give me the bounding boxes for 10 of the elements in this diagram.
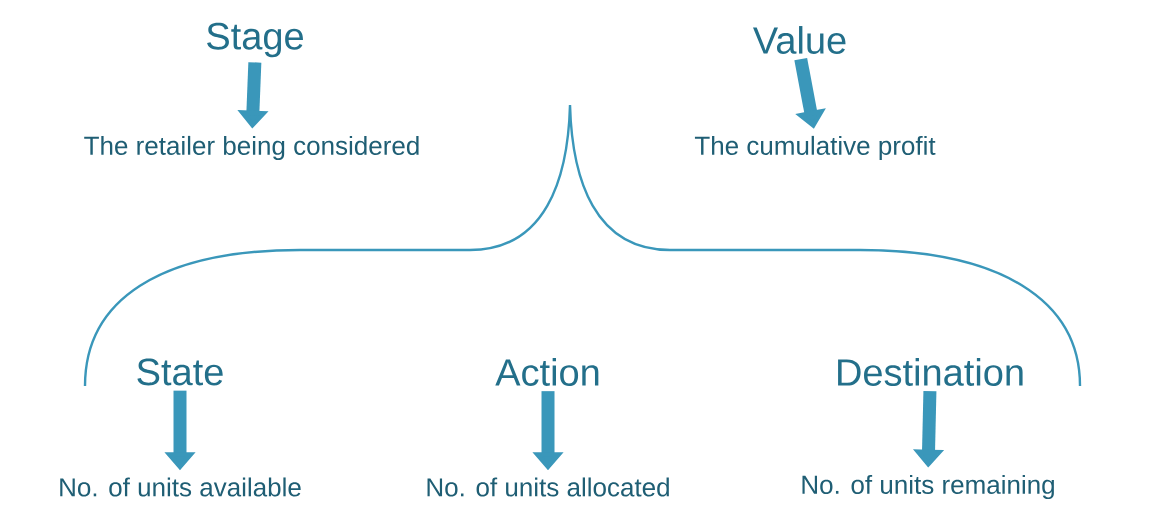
heading: Value xyxy=(753,26,846,54)
heading: State xyxy=(137,358,223,386)
description-text: The retailer being considered xyxy=(84,135,419,161)
description-text: No. of units available xyxy=(60,477,301,497)
heading: Action xyxy=(495,358,599,386)
description-text: The cumulative profit xyxy=(694,135,936,161)
heading: Destination xyxy=(838,358,1023,386)
heading: Stage xyxy=(207,22,303,58)
description-text: No. of units allocated xyxy=(427,477,669,497)
description-text: No. of units remaining xyxy=(802,474,1054,500)
